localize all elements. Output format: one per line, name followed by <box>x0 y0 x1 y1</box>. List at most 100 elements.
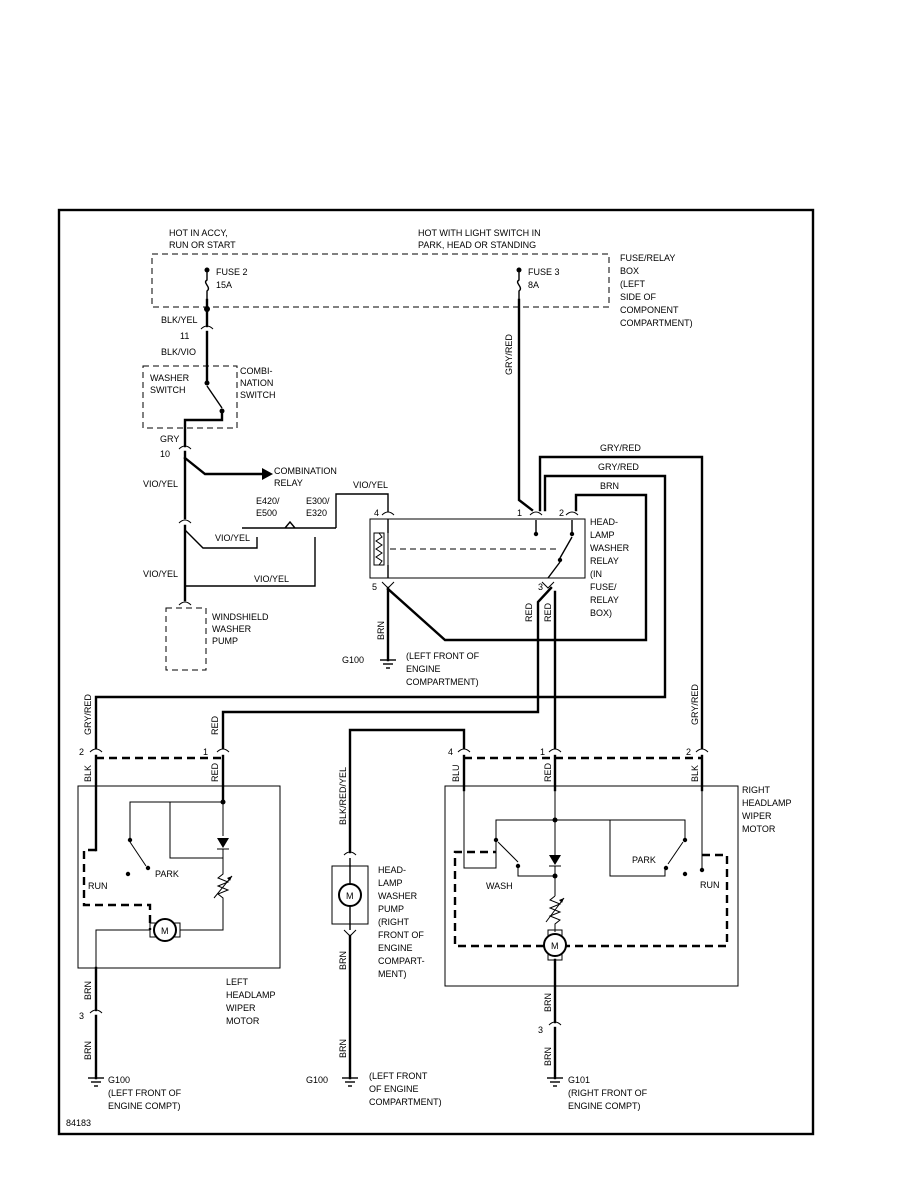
svg-text:WIPER: WIPER <box>226 1003 256 1013</box>
svg-text:G100: G100 <box>306 1075 328 1085</box>
fuse-2: FUSE 2 15A <box>204 267 248 300</box>
svg-text:RED: RED <box>524 602 534 622</box>
svg-text:11: 11 <box>180 331 189 341</box>
svg-text:WINDSHIELD: WINDSHIELD <box>212 612 269 622</box>
svg-text:MENT): MENT) <box>378 969 407 979</box>
svg-text:BRN: BRN <box>376 621 386 640</box>
svg-text:M: M <box>551 941 559 951</box>
svg-text:(LEFT: (LEFT <box>620 279 646 289</box>
svg-text:HEADLAMP: HEADLAMP <box>742 798 792 808</box>
svg-text:GRY: GRY <box>160 434 179 444</box>
svg-text:MOTOR: MOTOR <box>226 1016 260 1026</box>
svg-text:5: 5 <box>372 582 377 592</box>
svg-text:(LEFT FRONT OF: (LEFT FRONT OF <box>406 651 480 661</box>
svg-text:RELAY: RELAY <box>274 478 303 488</box>
svg-text:ENGINE: ENGINE <box>406 664 441 674</box>
svg-text:FUSE/RELAY: FUSE/RELAY <box>620 253 675 263</box>
svg-text:RED: RED <box>543 602 553 622</box>
svg-text:COMBI-: COMBI- <box>240 366 273 376</box>
svg-text:FRONT OF: FRONT OF <box>378 930 424 940</box>
svg-text:M: M <box>346 891 354 901</box>
svg-text:3: 3 <box>538 1025 543 1035</box>
svg-text:2: 2 <box>686 747 691 757</box>
svg-text:SIDE OF: SIDE OF <box>620 292 657 302</box>
svg-text:WASHER: WASHER <box>590 543 630 553</box>
svg-text:3: 3 <box>79 1011 84 1021</box>
svg-text:M: M <box>161 926 169 936</box>
svg-text:OF ENGINE: OF ENGINE <box>369 1084 419 1094</box>
svg-text:BOX: BOX <box>620 266 639 276</box>
fuse-3: FUSE 3 8A <box>516 267 560 300</box>
svg-text:RUN: RUN <box>700 880 720 890</box>
svg-text:BLK: BLK <box>83 765 93 782</box>
svg-text:WASH: WASH <box>486 881 513 891</box>
svg-text:BRN: BRN <box>543 993 553 1012</box>
svg-text:4: 4 <box>374 508 379 518</box>
svg-text:PUMP: PUMP <box>212 636 238 646</box>
svg-text:LAMP: LAMP <box>378 878 403 888</box>
svg-text:BRN: BRN <box>338 951 348 970</box>
svg-text:(LEFT FRONT: (LEFT FRONT <box>369 1071 428 1081</box>
svg-text:NATION: NATION <box>240 378 273 388</box>
svg-text:(IN: (IN <box>590 569 602 579</box>
combination-switch: WASHER SWITCH COMBI- NATION SWITCH <box>142 365 276 429</box>
fuse3-feed-wire: GRY/RED <box>504 298 534 512</box>
svg-text:HEAD-: HEAD- <box>590 517 618 527</box>
svg-text:(RIGHT: (RIGHT <box>378 917 409 927</box>
left-motor-ground-g100: BRN 3 BRN G100 (LEFT FRONT OF ENGINE COM… <box>79 966 182 1111</box>
figure-number: 84183 <box>66 1118 91 1128</box>
svg-text:FUSE 2: FUSE 2 <box>216 267 248 277</box>
svg-text:FUSE 3: FUSE 3 <box>528 267 560 277</box>
svg-text:15A: 15A <box>216 280 232 290</box>
gry-red-right-motor-wire: GRY/RED GRY/RED <box>538 443 704 750</box>
svg-text:BLK/RED/YEL: BLK/RED/YEL <box>338 767 348 825</box>
svg-text:G100: G100 <box>108 1075 130 1085</box>
svg-text:BRN: BRN <box>338 1039 348 1058</box>
left-headlamp-wiper-motor: RUN PARK M LEFT HEADLAMP WIPER MOTOR <box>77 785 281 1026</box>
svg-text:COMPONENT: COMPONENT <box>620 305 679 315</box>
svg-text:G100: G100 <box>342 655 364 665</box>
svg-text:1: 1 <box>203 747 208 757</box>
svg-text:BLK: BLK <box>690 765 700 782</box>
svg-text:COMPART-: COMPART- <box>378 956 425 966</box>
combination-relay-branch: COMBINATION RELAY <box>183 456 337 488</box>
svg-text:G101: G101 <box>568 1075 590 1085</box>
svg-text:WASHER: WASHER <box>150 373 190 383</box>
svg-text:RED: RED <box>543 762 553 782</box>
svg-text:RUN OR START: RUN OR START <box>169 240 236 250</box>
svg-text:FUSE/: FUSE/ <box>590 582 617 592</box>
svg-text:BOX): BOX) <box>590 608 612 618</box>
headlamp-washer-relay: 4 1 2 5 3 HEAD- LAMP WASHER RELAY (IN FU… <box>369 508 630 618</box>
svg-text:VIO/YEL: VIO/YEL <box>143 569 178 579</box>
washer-switch-output-wire: GRY 10 VIO/YEL <box>143 409 224 520</box>
svg-text:1: 1 <box>540 747 545 757</box>
svg-text:WIPER: WIPER <box>742 811 772 821</box>
svg-text:GRY/RED: GRY/RED <box>690 684 700 725</box>
svg-text:LAMP: LAMP <box>590 530 615 540</box>
svg-text:BLU: BLU <box>451 764 461 782</box>
svg-text:E300/: E300/ <box>306 496 330 506</box>
svg-text:ENGINE: ENGINE <box>378 943 413 953</box>
svg-text:COMPARTMENT): COMPARTMENT) <box>369 1097 442 1107</box>
svg-text:PARK, HEAD OR STANDING: PARK, HEAD OR STANDING <box>418 240 536 250</box>
washer-pump-ground-g100: BRN BRN G100 (LEFT FRONT OF ENGINE COMPA… <box>306 934 442 1107</box>
svg-text:E420/: E420/ <box>256 496 280 506</box>
svg-text:PARK: PARK <box>632 855 656 865</box>
svg-text:10: 10 <box>160 449 170 459</box>
svg-text:ENGINE COMPT): ENGINE COMPT) <box>108 1101 181 1111</box>
svg-text:BLK/VIO: BLK/VIO <box>161 347 196 357</box>
svg-text:BRN: BRN <box>543 1047 553 1066</box>
svg-text:GRY/RED: GRY/RED <box>504 334 514 375</box>
right-motor-connector: 4 1 2 BLU RED BLK <box>448 747 709 792</box>
left-motor-connector: 2 1 BLK RED <box>79 747 230 852</box>
svg-text:PUMP: PUMP <box>378 904 404 914</box>
svg-text:(RIGHT FRONT OF: (RIGHT FRONT OF <box>568 1088 648 1098</box>
svg-text:BRN: BRN <box>83 981 93 1000</box>
right-headlamp-wiper-motor: WASH PARK RUN M RIGHT HEADLAMP WIPER MOT… <box>444 785 792 987</box>
svg-text:3: 3 <box>538 582 543 592</box>
svg-text:HOT IN ACCY,: HOT IN ACCY, <box>169 228 228 238</box>
svg-text:SWITCH: SWITCH <box>240 390 276 400</box>
power-source-labels: HOT IN ACCY, RUN OR START HOT WITH LIGHT… <box>169 228 541 250</box>
svg-text:BLK/YEL: BLK/YEL <box>161 315 198 325</box>
